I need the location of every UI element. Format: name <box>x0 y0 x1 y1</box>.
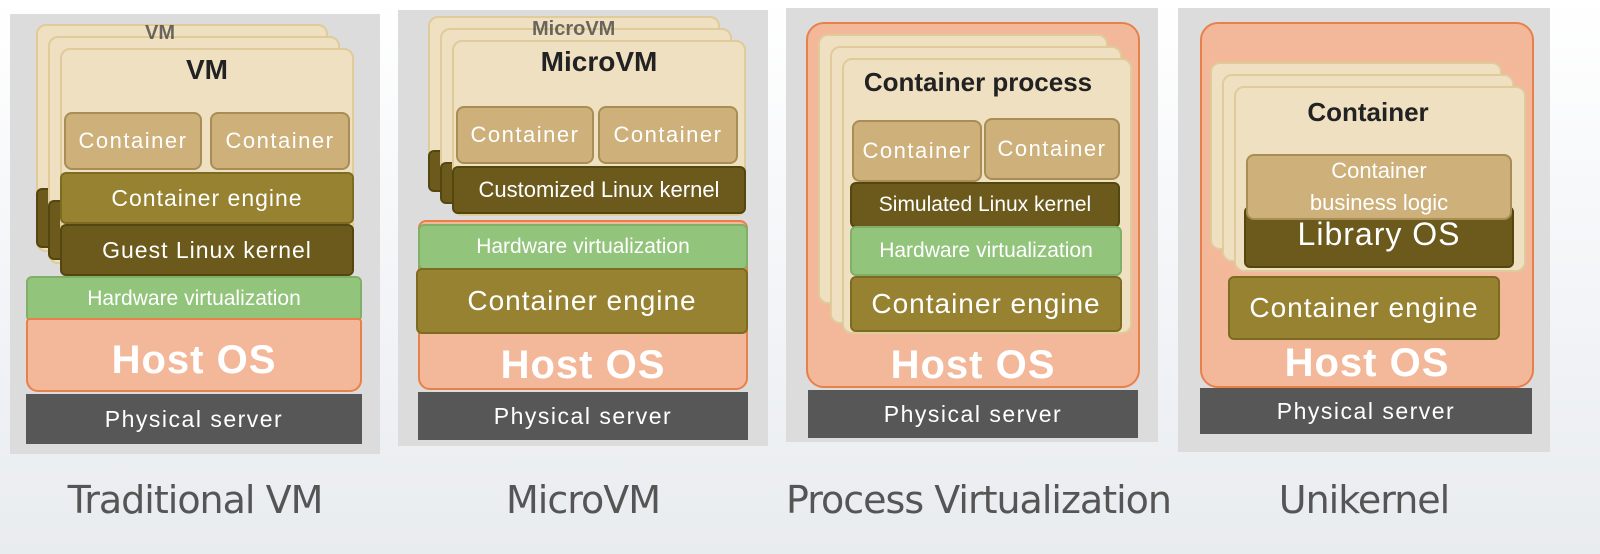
vm-container-1: Container <box>64 112 202 170</box>
pv-container-engine: Container engine <box>850 276 1122 332</box>
uk-physical-server: Physical server <box>1200 388 1532 434</box>
microvm-hardware-virtualization: Hardware virtualization <box>418 224 748 270</box>
pv-physical-server: Physical server <box>808 390 1138 438</box>
microvm-title: MicroVM <box>540 46 658 77</box>
vm-guest-kernel: Guest Linux kernel <box>60 224 354 276</box>
caption-process-virtualization: Process Virtualization <box>786 478 1172 522</box>
microvm-physical-server: Physical server <box>418 392 748 440</box>
pv-title: Container process <box>863 66 1093 97</box>
vm-hardware-virtualization: Hardware virtualization <box>26 276 362 322</box>
microvm-card-back-title: MicroVM <box>532 18 616 40</box>
vm-physical-server: Physical server <box>26 394 362 444</box>
uk-business-logic-label: Container business logic <box>1309 158 1449 215</box>
caption-traditional-vm: Traditional VM <box>67 478 324 522</box>
vm-host-os-area <box>26 318 362 392</box>
vm-container-2: Container <box>210 112 350 170</box>
uk-title: Container <box>1307 96 1429 127</box>
pv-hardware-virtualization: Hardware virtualization <box>850 226 1122 276</box>
pv-container-2: Container <box>984 118 1120 180</box>
microvm-host-os: Host OS <box>500 342 666 387</box>
pv-host-os: Host OS <box>890 342 1056 387</box>
uk-container-engine: Container engine <box>1228 276 1500 340</box>
uk-host-os: Host OS <box>1284 340 1450 385</box>
microvm-container-engine: Container engine <box>416 268 748 334</box>
vm-title: VM <box>186 54 228 85</box>
pv-container-1: Container <box>852 120 982 182</box>
caption-microvm: MicroVM <box>505 478 661 522</box>
vm-host-os: Host OS <box>111 337 277 382</box>
vm-container-engine: Container engine <box>60 172 354 224</box>
microvm-container-1: Container <box>456 106 594 164</box>
pv-simulated-kernel: Simulated Linux kernel <box>850 182 1120 228</box>
microvm-container-2: Container <box>598 106 738 164</box>
caption-unikernel: Unikernel <box>1278 478 1450 522</box>
vm-card-back-title: VM <box>145 22 175 44</box>
microvm-custom-kernel: Customized Linux kernel <box>452 166 746 214</box>
uk-business-logic: Container business logic <box>1246 154 1512 220</box>
